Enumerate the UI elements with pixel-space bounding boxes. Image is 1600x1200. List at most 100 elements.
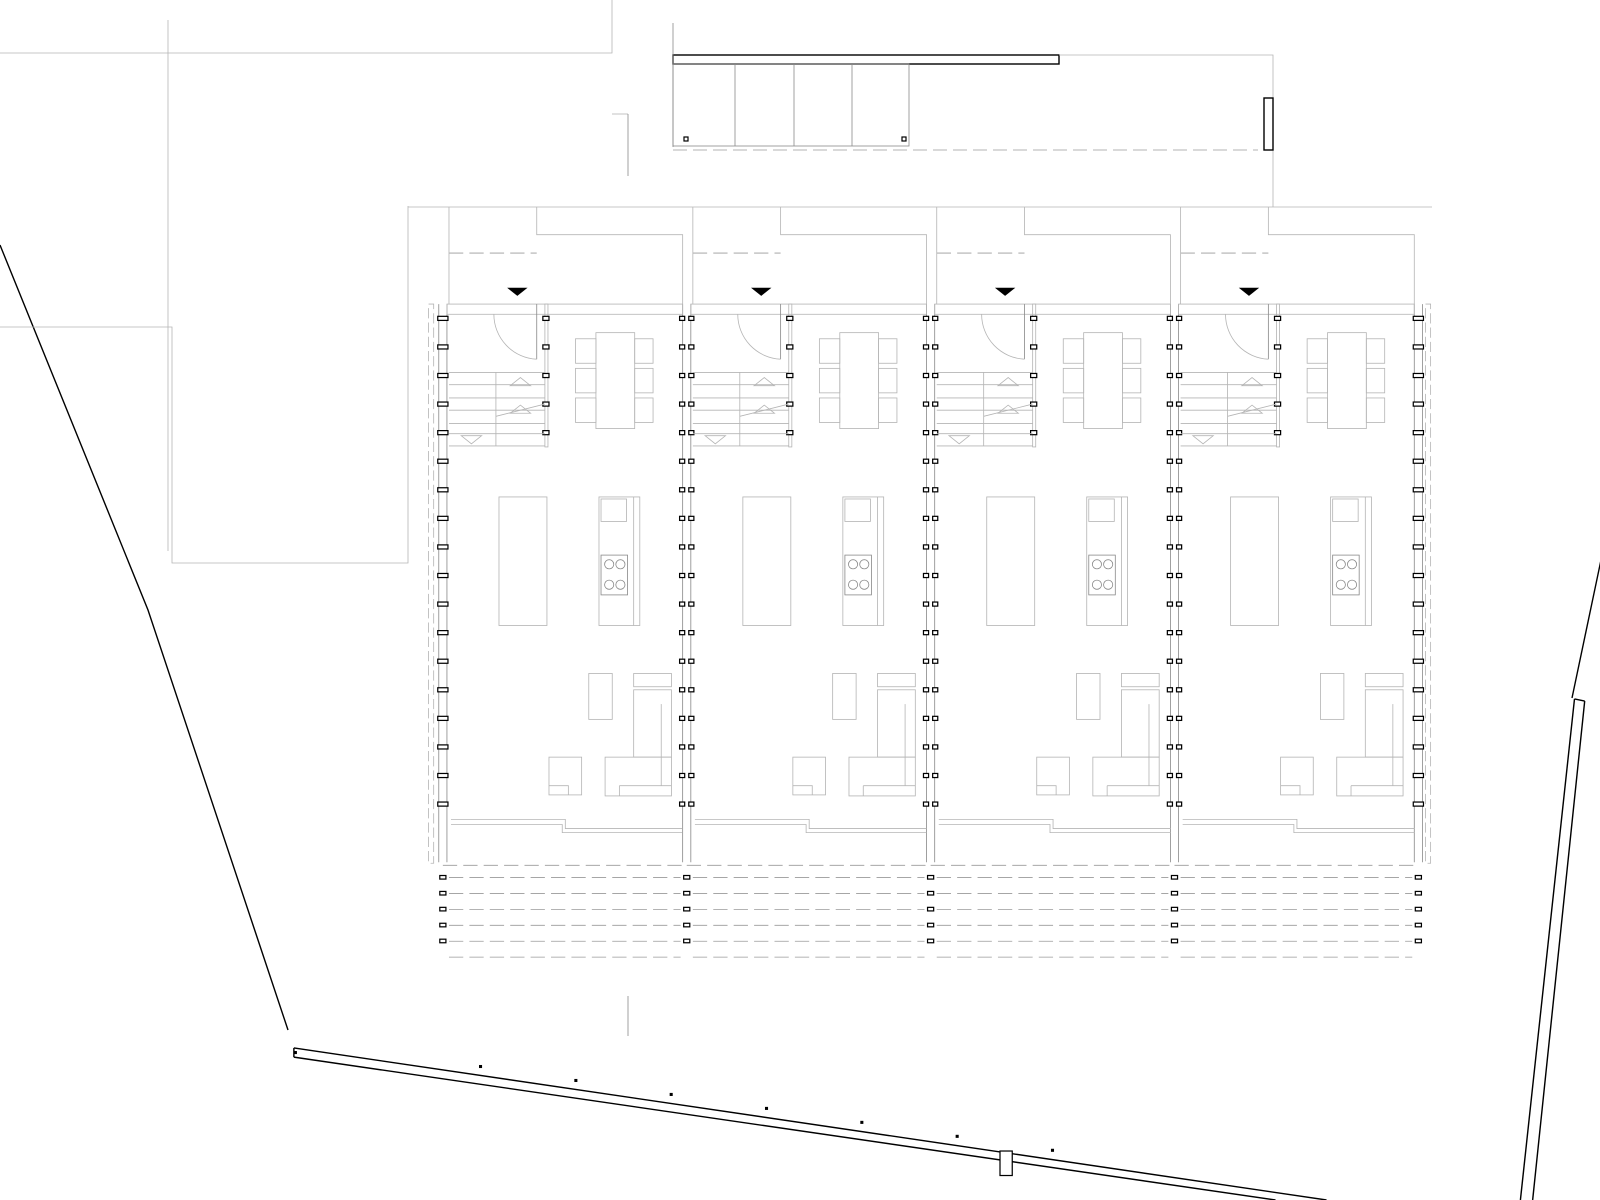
chair (878, 338, 898, 364)
terrace-post (439, 922, 447, 928)
terrace-post (1170, 890, 1179, 896)
column (678, 458, 686, 464)
column (922, 772, 930, 779)
stair-down-icon (703, 435, 727, 445)
column (922, 458, 930, 464)
side-table (588, 673, 613, 720)
column (932, 544, 939, 550)
column (1412, 601, 1425, 607)
tv-console (1364, 673, 1404, 688)
front-wall (690, 303, 927, 315)
armchair (1280, 756, 1314, 796)
sofa-chaise (1364, 689, 1404, 758)
column (1175, 715, 1183, 722)
column (688, 629, 695, 636)
column (1166, 487, 1174, 493)
column (1412, 715, 1425, 722)
column (922, 401, 930, 407)
burner-icon (848, 559, 859, 570)
column (1166, 401, 1174, 407)
column (688, 315, 695, 322)
column (688, 487, 695, 493)
column (1166, 429, 1174, 436)
column (688, 429, 695, 436)
terrace-post (683, 906, 691, 912)
chair (818, 338, 841, 364)
terrace-post (1414, 938, 1423, 944)
column (1166, 601, 1174, 607)
column (1166, 801, 1174, 807)
column (1029, 315, 1038, 322)
entrance-arrow-icon (507, 287, 528, 296)
column (1175, 601, 1183, 607)
chair (1365, 397, 1386, 423)
column (542, 372, 550, 379)
sofa-chaise (1121, 689, 1160, 758)
column (1412, 572, 1425, 579)
column (437, 772, 449, 779)
fence-group (293, 698, 1586, 1200)
column (932, 629, 939, 636)
cooktop-icon (1088, 554, 1116, 596)
terrace-post (1170, 874, 1179, 880)
column (542, 344, 550, 350)
stair-break (495, 403, 545, 417)
chair (818, 367, 841, 394)
burner-icon (1091, 579, 1102, 590)
column (932, 401, 939, 407)
kitchen-island (1230, 496, 1279, 626)
party-wall (428, 303, 449, 944)
column (1273, 344, 1282, 350)
column (542, 315, 550, 322)
column (922, 601, 930, 607)
dining-table (839, 332, 879, 429)
sofa-chaise (633, 689, 672, 758)
column (932, 487, 939, 493)
rear-glazing (451, 824, 683, 834)
column (688, 401, 695, 407)
column (678, 744, 686, 750)
stair-up-icon (1240, 377, 1264, 387)
site-boundary (0, 0, 1600, 1036)
unit-3 (930, 207, 1175, 958)
cooktop-icon (1332, 554, 1360, 596)
fence-line (293, 1047, 1327, 1200)
site-fence (293, 698, 1586, 1200)
column (932, 744, 939, 750)
column (437, 629, 449, 636)
sofa-chaise (877, 689, 916, 758)
stair-down-icon (947, 435, 971, 445)
column (786, 344, 794, 350)
column (922, 715, 930, 722)
chair (1122, 397, 1142, 423)
terrace-post (926, 890, 935, 896)
column (437, 687, 449, 693)
column (678, 315, 686, 322)
dining-table (1083, 332, 1123, 429)
column (688, 572, 695, 579)
stair-up-icon (752, 377, 776, 387)
cooktop-icon (844, 554, 872, 596)
column (1412, 772, 1425, 779)
column (542, 429, 550, 436)
armchair (1036, 756, 1070, 796)
column (678, 658, 686, 664)
chair (575, 367, 597, 394)
column (678, 544, 686, 550)
column (932, 458, 939, 464)
column (678, 629, 686, 636)
column (678, 772, 686, 779)
front-wall (1178, 303, 1415, 315)
column (1412, 429, 1425, 436)
burner-icon (1347, 579, 1358, 590)
column (437, 744, 449, 750)
column (678, 572, 686, 579)
kitchen-island (498, 496, 548, 626)
armchair-seat (792, 785, 813, 795)
door-swing (981, 314, 1025, 360)
rear-glazing (694, 824, 927, 834)
column (437, 372, 449, 379)
unit-1 (442, 207, 687, 958)
column (1273, 429, 1282, 436)
stair-up-icon (996, 377, 1020, 387)
